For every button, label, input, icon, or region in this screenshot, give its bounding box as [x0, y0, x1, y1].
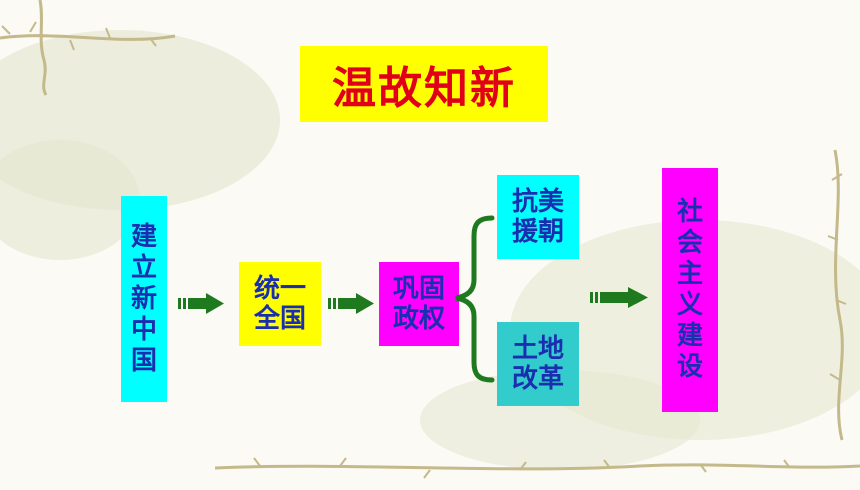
node-socialism-char: 设 — [676, 352, 703, 382]
arrow-right-icon — [178, 293, 224, 314]
node-korea-line: 抗美 — [511, 187, 564, 217]
node-unify-country: 统一 全国 — [239, 262, 321, 346]
node-found-china-char: 中 — [130, 314, 157, 345]
node-found-china-char: 建 — [130, 221, 157, 252]
curly-brace-icon — [455, 215, 495, 383]
arrow-right-icon — [590, 287, 648, 308]
node-consolidate-line: 政权 — [392, 304, 445, 334]
node-socialist-construction: 社 会 主 义 建 设 — [662, 168, 718, 412]
node-socialism-char: 会 — [676, 228, 703, 258]
node-socialism-char: 义 — [676, 290, 703, 320]
node-unify-line: 全国 — [253, 304, 306, 334]
page-title: 温故知新 — [300, 46, 548, 122]
node-consolidate-line: 巩固 — [392, 274, 445, 304]
node-found-china-char: 国 — [130, 345, 157, 376]
node-resist-us-aid-korea: 抗美 援朝 — [497, 175, 579, 259]
node-socialism-char: 社 — [676, 197, 703, 227]
node-socialism-char: 主 — [676, 259, 703, 289]
node-found-china-char: 立 — [130, 252, 157, 283]
node-land-reform-line: 改革 — [511, 364, 564, 394]
node-land-reform: 土地 改革 — [497, 322, 579, 406]
node-consolidate-power: 巩固 政权 — [379, 262, 459, 346]
node-socialism-char: 建 — [676, 321, 703, 351]
arrow-right-icon — [328, 293, 374, 314]
node-korea-line: 援朝 — [511, 217, 564, 247]
node-unify-line: 统一 — [253, 274, 306, 304]
node-land-reform-line: 土地 — [511, 334, 564, 364]
node-found-china-char: 新 — [130, 283, 157, 314]
node-found-china: 建 立 新 中 国 — [121, 196, 167, 402]
